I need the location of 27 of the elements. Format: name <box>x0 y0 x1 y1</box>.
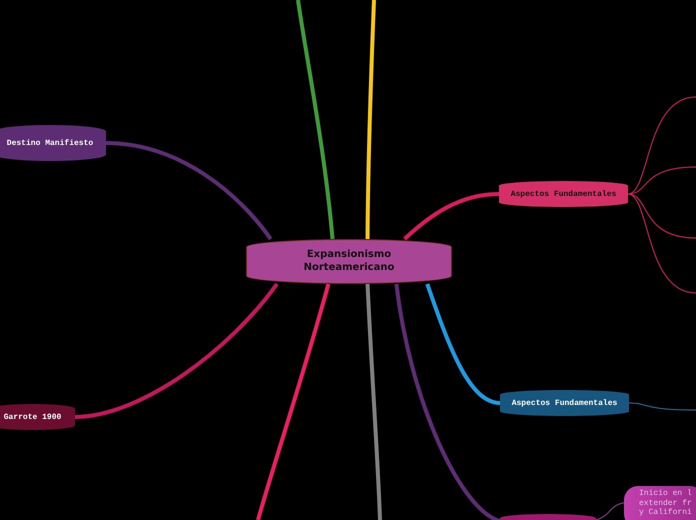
branch-line <box>256 283 330 520</box>
branch-line <box>403 192 500 240</box>
branch-line <box>628 194 696 238</box>
branch-line <box>106 141 272 240</box>
central-topic <box>246 239 452 284</box>
branch-line <box>366 284 382 520</box>
branch-line <box>628 166 696 194</box>
topic-label: Aspectos Fundamentales <box>512 398 618 408</box>
topic-box <box>0 404 75 430</box>
branch-line <box>296 0 335 240</box>
branch-line <box>425 283 500 405</box>
note-box <box>624 486 696 520</box>
branch-line <box>394 284 501 520</box>
topic-label: Destino Manifiesto <box>6 138 94 148</box>
topic-title: Expansionismo Norteamericano <box>302 249 396 274</box>
branch-line <box>628 402 696 410</box>
subtopic-box <box>500 390 629 416</box>
topic-label: Inicio en l extender fr y Californi <box>639 489 693 518</box>
branch-line <box>628 194 696 294</box>
branch-line <box>596 502 624 520</box>
topic-label: Aspectos Fundamentales <box>510 190 616 198</box>
subtopic-box <box>499 181 628 207</box>
topic-label: Garrote 1900 <box>4 412 62 422</box>
topic-box <box>0 125 106 161</box>
branch-line <box>628 96 696 194</box>
branch-line <box>74 282 278 419</box>
branch-line <box>366 0 376 240</box>
